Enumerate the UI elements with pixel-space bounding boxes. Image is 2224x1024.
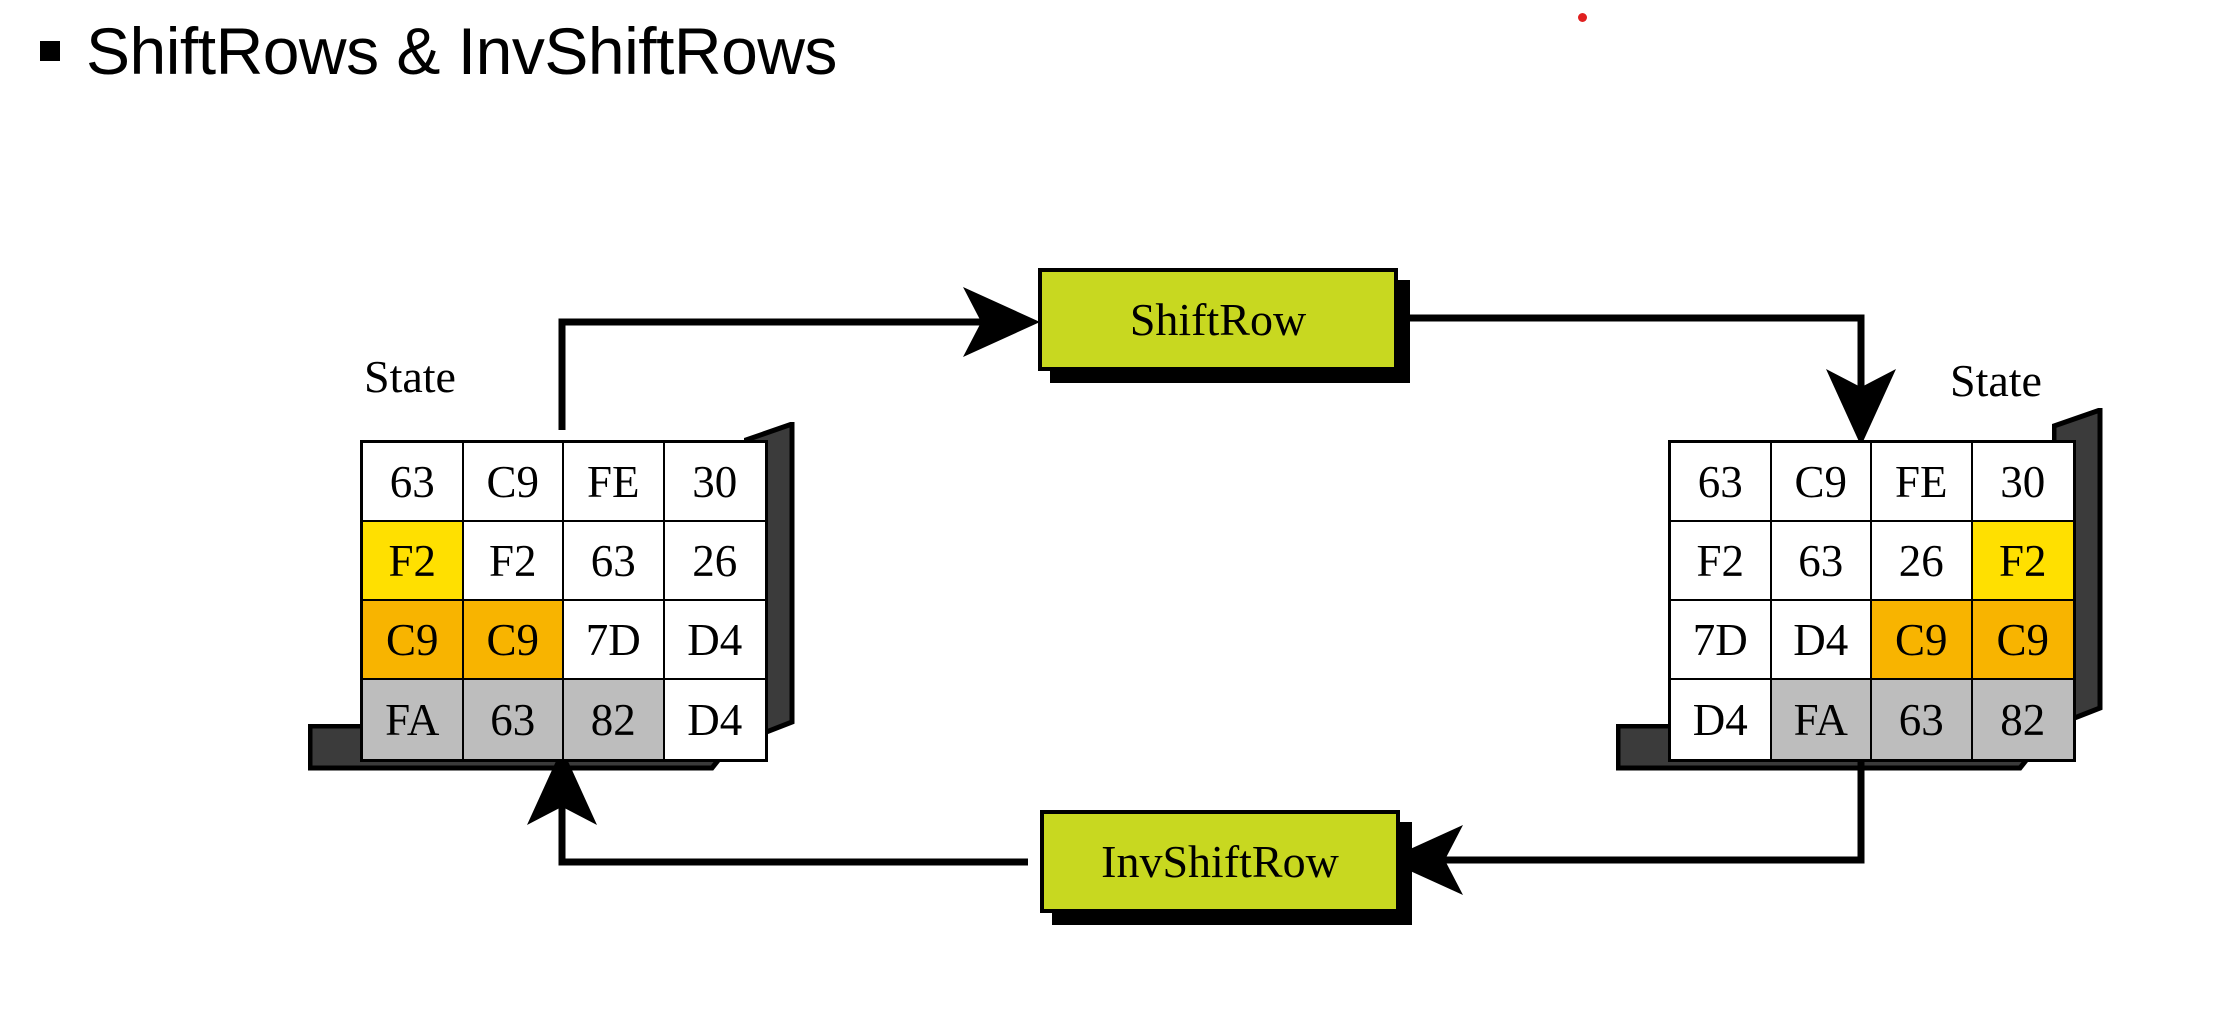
cell: 30 — [664, 443, 765, 522]
shiftrow-box[interactable]: ShiftRow — [1038, 268, 1410, 383]
cell: FA — [1771, 680, 1872, 759]
cell: F2 — [363, 522, 464, 601]
cell: F2 — [463, 522, 564, 601]
edge-shiftrow-to-output-state — [1398, 314, 1896, 446]
cell: 63 — [363, 443, 464, 522]
invshiftrow-box-label: InvShiftRow — [1040, 810, 1400, 913]
cell: C9 — [463, 443, 564, 522]
cell: 63 — [564, 522, 665, 601]
cell: 82 — [564, 680, 665, 759]
cell: F2 — [1972, 522, 2073, 601]
cell: 7D — [564, 601, 665, 680]
cell: C9 — [1771, 443, 1872, 522]
cell: C9 — [363, 601, 464, 680]
cell: FA — [363, 680, 464, 759]
cell: 63 — [1671, 443, 1772, 522]
input-state-grid: 63 C9 FE 30 F2 F2 63 26 C9 C9 7D D4 FA 6… — [360, 440, 768, 762]
input-state-label: State — [364, 351, 456, 402]
square-bullet-icon — [40, 41, 60, 61]
edge-input-state-to-shiftrow — [558, 287, 1040, 430]
cell: C9 — [463, 601, 564, 680]
edge-invshiftrow-to-input-state — [527, 748, 1028, 866]
cell: 26 — [1872, 522, 1973, 601]
shiftrow-box-label: ShiftRow — [1038, 268, 1398, 371]
invshiftrow-box[interactable]: InvShiftRow — [1040, 810, 1412, 925]
cell: C9 — [1972, 601, 2073, 680]
cell: FE — [1872, 443, 1973, 522]
cell: 7D — [1671, 601, 1772, 680]
output-state-matrix: State 63 C9 FE 30 F2 63 26 F2 7D D4 C9 C… — [1616, 350, 2130, 771]
cell: FE — [564, 443, 665, 522]
cell: 63 — [1771, 522, 1872, 601]
cell: 82 — [1972, 680, 2073, 759]
cell: 30 — [1972, 443, 2073, 522]
cell: D4 — [1771, 601, 1872, 680]
cell: 63 — [463, 680, 564, 759]
output-state-label: State — [1950, 355, 2042, 406]
page-title-text: ShiftRows & InvShiftRows — [86, 14, 837, 88]
cell: F2 — [1671, 522, 1772, 601]
cell: D4 — [664, 601, 765, 680]
output-state-grid: 63 C9 FE 30 F2 63 26 F2 7D D4 C9 C9 D4 F… — [1668, 440, 2076, 762]
cell: 63 — [1872, 680, 1973, 759]
cell: D4 — [1671, 680, 1772, 759]
red-dot-marker-icon — [1578, 13, 1587, 22]
cell: C9 — [1872, 601, 1973, 680]
cell: D4 — [664, 680, 765, 759]
cell: 26 — [664, 522, 765, 601]
input-state-matrix: State 63 C9 FE 30 F2 F2 63 26 C9 C9 7D D — [308, 350, 812, 771]
edge-output-state-to-invshiftrow — [1386, 752, 1865, 895]
page-title: ShiftRows & InvShiftRows — [40, 18, 837, 84]
